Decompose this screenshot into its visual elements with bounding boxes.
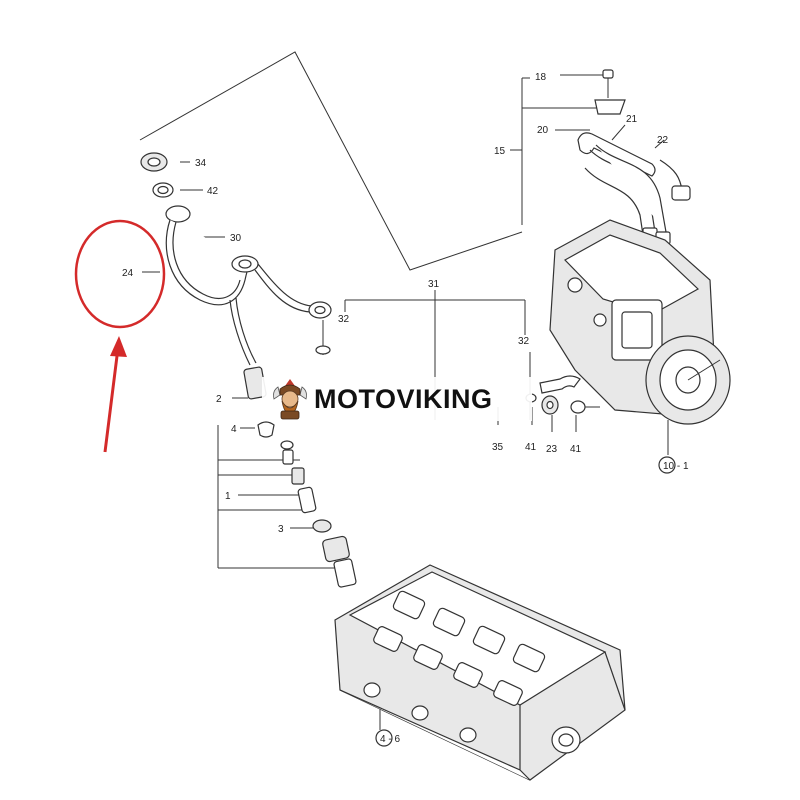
callout-41-left: 41 bbox=[525, 442, 537, 453]
banjo-bolt-32 bbox=[315, 320, 331, 355]
pipe-clamp-20 bbox=[577, 132, 656, 177]
red-highlight bbox=[74, 219, 166, 453]
callout-4-6: 4 - 6 bbox=[380, 734, 400, 745]
circled-callout-10-1: 10 - 1 bbox=[658, 456, 689, 474]
callout-20: 20 bbox=[537, 125, 549, 136]
callout-30: 30 bbox=[230, 233, 242, 244]
watermark-banner: MOTOVIKING bbox=[262, 377, 532, 421]
callout-41-right: 41 bbox=[570, 444, 582, 455]
fuel-pipe-24 bbox=[165, 219, 332, 366]
highlight-arrow-shaft bbox=[103, 347, 120, 453]
viking-mascot-logo bbox=[273, 379, 307, 420]
bracket-bolt-18 bbox=[594, 69, 626, 115]
callout-18: 18 bbox=[535, 72, 547, 83]
callout-32-right: 32 bbox=[518, 336, 530, 347]
head-ports bbox=[373, 590, 546, 706]
highlight-circle bbox=[74, 219, 166, 329]
fitting-nut-34 bbox=[140, 152, 168, 172]
callout-31: 31 bbox=[428, 279, 440, 290]
callout-42: 42 bbox=[207, 186, 219, 197]
callout-15: 15 bbox=[494, 146, 506, 157]
callout-32-left: 32 bbox=[338, 314, 350, 325]
injector-assembly-1 bbox=[243, 366, 357, 588]
callout-labels: 34 42 30 24 32 31 32 18 20 21 22 15 2 4 … bbox=[122, 72, 669, 535]
callout-2: 2 bbox=[216, 394, 222, 405]
callout-1: 1 bbox=[225, 491, 231, 502]
injection-pipes-15 bbox=[584, 144, 691, 245]
head-side-holes bbox=[363, 682, 581, 754]
callout-3: 3 bbox=[278, 524, 284, 535]
callout-34: 34 bbox=[195, 158, 207, 169]
callout-23: 23 bbox=[546, 444, 558, 455]
watermark-brand-text: MOTOVIKING bbox=[314, 383, 493, 414]
callout-21: 21 bbox=[626, 114, 638, 125]
callout-10-1: 10 - 1 bbox=[663, 461, 689, 472]
pump-drive-flange bbox=[645, 335, 731, 425]
cylinder-head-4-6 bbox=[334, 564, 626, 781]
callout-4: 4 bbox=[231, 424, 237, 435]
highlight-arrow-head bbox=[110, 336, 127, 357]
leader-lines bbox=[139, 51, 669, 730]
callout-35: 35 bbox=[492, 442, 504, 453]
callout-24: 24 bbox=[122, 268, 134, 279]
injection-pump-10-1 bbox=[549, 69, 731, 425]
washer-42 bbox=[152, 182, 174, 198]
callout-22: 22 bbox=[657, 135, 669, 146]
circled-callout-4-6: 4 - 6 bbox=[375, 729, 400, 747]
